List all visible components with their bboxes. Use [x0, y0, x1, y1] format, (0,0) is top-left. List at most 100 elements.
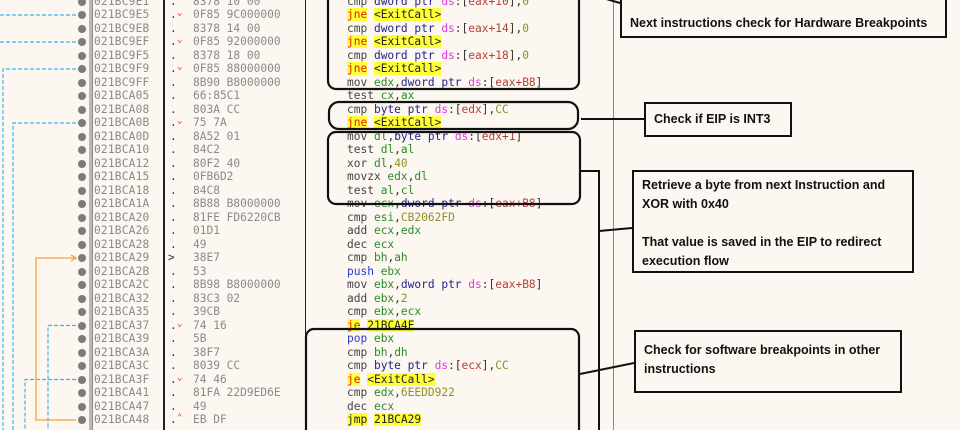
instruction-address: 021BCA08: [94, 102, 150, 116]
breakpoint-dot-icon[interactable]: [78, 51, 86, 60]
breakpoint-dot-icon[interactable]: [78, 254, 86, 262]
breakpoint-dot-icon[interactable]: [78, 294, 86, 303]
annotation-int3: Check if EIP is INT3: [644, 102, 792, 137]
bytes-column-separator[interactable]: [163, 0, 165, 430]
breakpoint-dot-icon[interactable]: [78, 402, 86, 411]
breakpoint-dot-icon[interactable]: [78, 0, 86, 6]
breakpoint-dot-icon[interactable]: [78, 105, 86, 114]
branch-marker: .: [170, 210, 177, 224]
breakpoint-dot-icon[interactable]: [78, 321, 86, 330]
asm-token: CC: [495, 359, 509, 372]
breakpoint-dot-icon[interactable]: [78, 227, 86, 235]
breakpoint-dot-icon[interactable]: [78, 78, 86, 87]
address-column-separator[interactable]: [89, 0, 93, 430]
asm-token: <ExitCall>: [373, 62, 442, 75]
breakpoint-dot-icon[interactable]: [78, 200, 86, 208]
comment-column-separator[interactable]: [613, 0, 614, 430]
breakpoint-dot-icon[interactable]: [78, 240, 86, 249]
asm-token: mov: [347, 129, 374, 143]
breakpoint-dot-icon[interactable]: [78, 389, 86, 397]
breakpoint-dot-icon[interactable]: [78, 11, 86, 19]
instruction-address: 021BCA3F: [94, 372, 150, 386]
asm-token: movzx: [347, 170, 388, 183]
breakpoint-dot-icon[interactable]: [78, 267, 86, 276]
asm-token: jne: [347, 8, 368, 21]
asm-token: dl: [380, 143, 395, 156]
breakpoint-dot-icon[interactable]: [78, 335, 86, 343]
breakpoint-dot-icon[interactable]: [78, 24, 86, 33]
disasm-column-separator[interactable]: [305, 0, 306, 430]
asm-token: 2: [400, 291, 408, 305]
breakpoint-dot-icon[interactable]: [78, 146, 86, 154]
asm-token: dword ptr: [373, 48, 442, 62]
breakpoint-dot-icon[interactable]: [78, 132, 86, 141]
breakpoint-dot-icon[interactable]: [78, 38, 86, 46]
breakpoint-dot-icon[interactable]: [78, 213, 86, 222]
branch-marker: .: [170, 156, 177, 170]
breakpoint-dot-icon[interactable]: [78, 308, 86, 316]
instruction-bytes: 803A CC: [193, 102, 241, 116]
instruction-address: 021BC9EB: [94, 21, 150, 35]
breakpoint-dot-icon[interactable]: [78, 362, 86, 370]
asm-token: dword ptr: [373, 21, 442, 35]
asm-token: edx+1: [481, 129, 516, 143]
breakpoint-dot-icon[interactable]: [78, 348, 86, 357]
instruction-address: 021BCA39: [94, 332, 150, 345]
instruction-disassembly: cmp bh,dh: [347, 346, 408, 360]
breakpoint-dot-icon[interactable]: [78, 375, 86, 384]
breakpoint-dot-icon[interactable]: [78, 65, 86, 73]
instruction-disassembly: mov ebx,dword ptr ds:[eax+B8]: [347, 278, 542, 292]
breakpoint-dot-icon[interactable]: [78, 92, 86, 100]
asm-token: ebx: [373, 291, 395, 305]
instruction-bytes: 74 16: [193, 318, 227, 332]
asm-token: :[: [448, 359, 462, 372]
asm-token: edx: [461, 102, 482, 116]
instruction-disassembly: mov edx,dword ptr ds:[eax+B8]: [347, 76, 542, 90]
breakpoint-dot-icon[interactable]: [78, 186, 86, 195]
breakpoint-dot-icon[interactable]: [78, 159, 86, 168]
jump-down-icon: ⌄: [177, 372, 183, 383]
asm-token: ]: [535, 197, 543, 210]
breakpoint-dot-icon[interactable]: [78, 173, 86, 181]
asm-token: ecx: [373, 197, 395, 210]
breakpoint-dot-icon[interactable]: [78, 119, 86, 127]
instruction-bytes: 81FE FD6220CB: [193, 210, 281, 224]
breakpoint-dot-icon[interactable]: [78, 416, 86, 424]
breakpoint-dot-icon[interactable]: [78, 281, 86, 289]
asm-token: ecx: [373, 399, 395, 413]
branch-marker: .: [170, 62, 177, 75]
